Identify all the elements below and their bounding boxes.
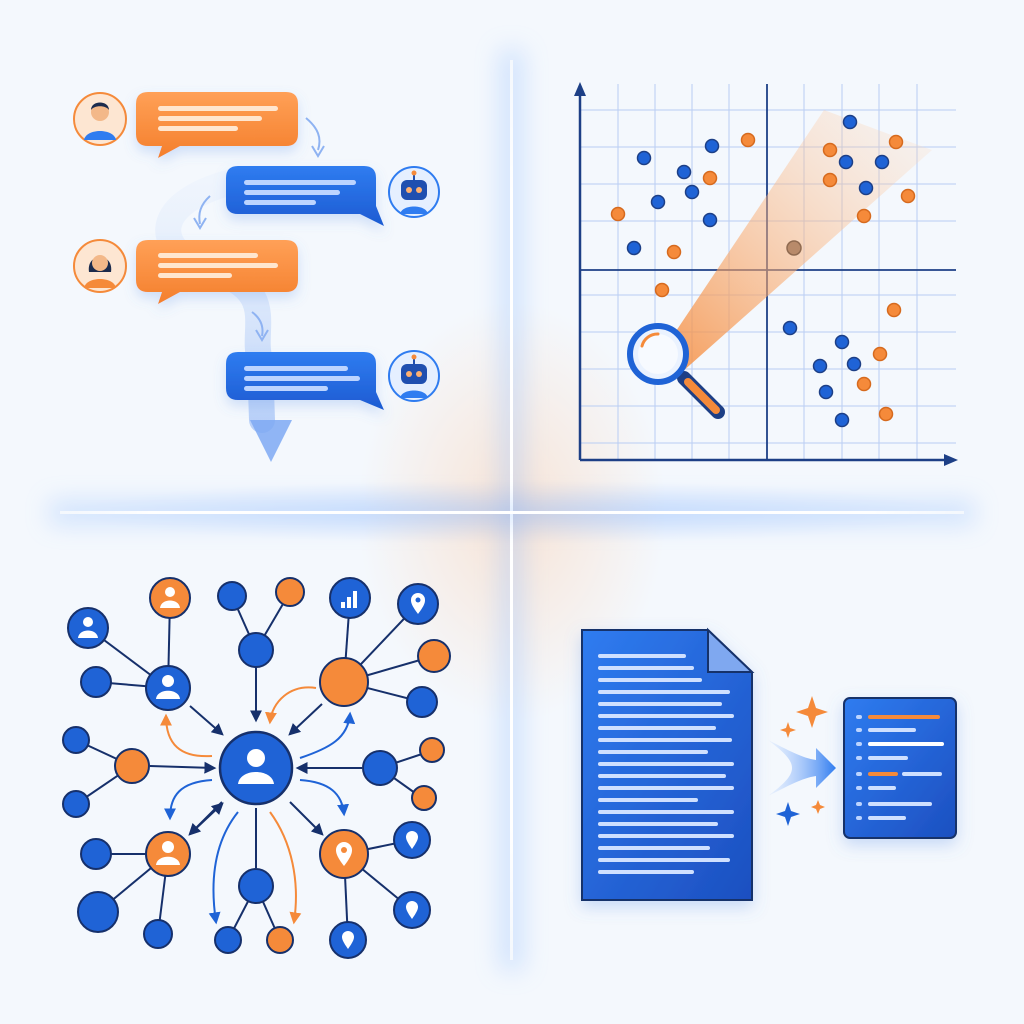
scatter-analysis-panel: [512, 0, 1024, 512]
flow-arrow-blue-4: [208, 811, 239, 925]
sparkle-icon: [780, 722, 796, 738]
location-pin-icon: [406, 831, 418, 849]
location-node-top: [397, 583, 439, 625]
flow-arrow-1-head: [311, 145, 325, 158]
person-icon: [156, 841, 180, 865]
down-arrow-icon: [250, 420, 292, 462]
data-points-top: [822, 114, 916, 224]
person-node-left: [67, 607, 109, 649]
person-node-lower: [145, 831, 191, 877]
y-axis-arrow: [574, 82, 586, 96]
location-node-orange: [319, 829, 369, 879]
person-node-center: [218, 730, 294, 806]
assistant-message-1: [226, 166, 440, 226]
data-points-left: [610, 132, 756, 298]
assistant-message-2: [226, 350, 440, 410]
chart-node: [329, 577, 371, 619]
person-icon: [238, 749, 274, 784]
location-pin-icon: [342, 931, 354, 949]
hub-node-orange: [319, 657, 369, 707]
user-avatar-icon: [73, 92, 127, 146]
location-node-bottom: [329, 921, 367, 959]
data-points-bottom: [782, 302, 902, 428]
flow-arrow-blue-3: [299, 779, 350, 817]
horizontal-divider: [60, 511, 964, 514]
x-axis-arrow: [944, 454, 958, 466]
robot-avatar-icon: [388, 166, 440, 218]
location-pin-icon: [411, 593, 425, 614]
flow-arrow-orange-3: [269, 811, 302, 925]
person-icon: [156, 675, 180, 699]
flow-arrow-blue-1: [299, 711, 356, 759]
summary-lines: [856, 715, 944, 820]
conversation-illustration: [73, 92, 440, 462]
flow-arrow-2: [198, 195, 211, 225]
arrow-right-icon: [768, 740, 836, 796]
scatter-illustration: [574, 82, 958, 466]
document-summary-panel: [512, 512, 1024, 1024]
robot-avatar-icon: [388, 350, 440, 402]
network-graph-panel: [0, 512, 512, 1024]
flow-arrow-orange-2: [160, 713, 213, 758]
person-node-top: [149, 577, 191, 619]
network-illustration: [62, 577, 451, 959]
person-icon: [160, 587, 180, 608]
person-icon: [78, 617, 98, 638]
flow-arrow-3: [251, 311, 264, 337]
flow-arrow-3-head: [255, 329, 269, 342]
flow-arrow-1: [305, 117, 321, 151]
user-message-2: [73, 239, 298, 304]
user-message-1: [73, 92, 298, 158]
highlighted-point: [786, 240, 802, 256]
bar-chart-icon: [341, 591, 357, 608]
document-illustration: [581, 627, 957, 901]
magnifier-icon: [627, 323, 725, 419]
user-avatar-icon: [73, 239, 127, 293]
document-text-lines: [598, 654, 734, 874]
sparkle-icon: [776, 802, 800, 826]
flow-arrow-blue-2: [164, 779, 213, 821]
person-node-mid: [145, 665, 191, 711]
location-pin-icon: [336, 842, 352, 866]
vertical-divider: [510, 60, 513, 960]
nodes-small: [62, 577, 451, 954]
flow-arrow-2-head: [193, 217, 207, 230]
location-node-bottom-right: [393, 891, 431, 929]
sparkle-icon: [796, 696, 828, 728]
location-node-right: [393, 821, 431, 859]
location-pin-icon: [406, 901, 418, 919]
sparkle-icon: [811, 800, 825, 814]
flow-arrow-orange-1: [264, 686, 317, 725]
conversation-panel: [0, 0, 512, 512]
